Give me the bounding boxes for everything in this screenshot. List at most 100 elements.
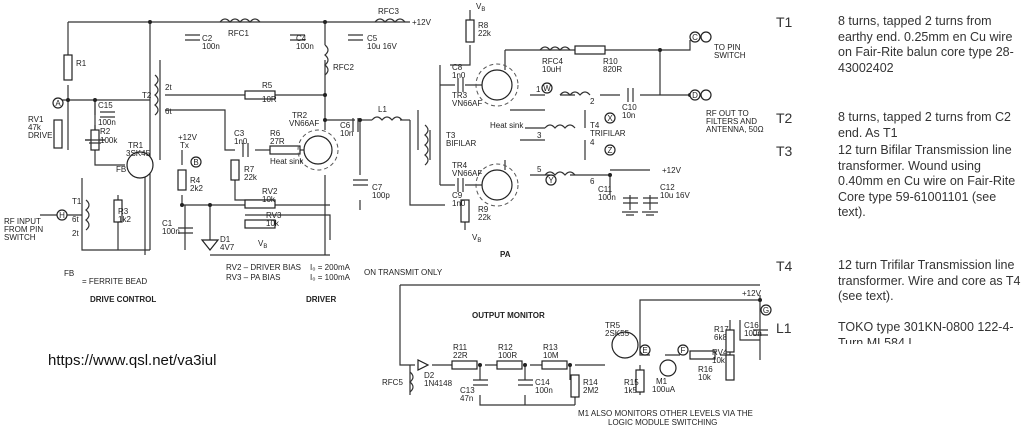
supply-tx: Tx xyxy=(180,141,189,150)
label-r10: R10 xyxy=(603,57,618,66)
circuit-wiring xyxy=(40,10,761,406)
label-r15: R15 xyxy=(624,378,639,387)
label-tr2: TR2 xyxy=(292,111,308,120)
fb-mark: FB xyxy=(116,165,126,174)
label-t4: T4 xyxy=(590,121,600,130)
source-url[interactable]: https://www.qsl.net/va3iul xyxy=(48,352,217,369)
resistor-r1 xyxy=(63,54,73,81)
label-rfc3: RFC3 xyxy=(378,7,399,16)
value-c3: 1n0 xyxy=(234,137,248,146)
svg-text:6t: 6t xyxy=(72,215,79,224)
meter-m1 xyxy=(659,359,677,377)
note-id-100: I₀ = 100mA xyxy=(310,273,351,282)
label-rfc5: RFC5 xyxy=(382,378,403,387)
port-labels: RF INPUT FROM PIN SWITCH TO PIN SWITCH R… xyxy=(4,43,764,242)
note-t2: T2 8 turns, tapped 2 turns from C2 end. … xyxy=(770,110,1026,143)
label-r17: R17 xyxy=(714,325,729,334)
svg-text:5: 5 xyxy=(537,165,542,174)
value-r14: 2M2 xyxy=(583,386,599,395)
supply-12v-pa: +12V xyxy=(662,166,682,175)
capacitor-c6 xyxy=(352,118,359,132)
ground-symbol xyxy=(622,211,638,216)
label-rv4: RV4 xyxy=(712,348,728,357)
label-m1: M1 xyxy=(656,377,668,386)
label-r12: R12 xyxy=(498,343,513,352)
supply-labels: +12V +12V Tx +12V +12V VB VB VB xyxy=(178,2,762,298)
jack-to-pin-switch xyxy=(700,31,712,43)
label-t2: T2 xyxy=(142,91,152,100)
value-r6: 27R xyxy=(270,137,285,146)
value-c13: 47n xyxy=(460,394,473,403)
label-c3: C3 xyxy=(234,129,245,138)
value-c15: 100n xyxy=(98,118,116,127)
choke-rfc1 xyxy=(219,18,261,23)
value-c10: 10n xyxy=(622,111,635,120)
node-f: F xyxy=(677,344,689,356)
transformer-t4-b xyxy=(544,124,576,129)
node-c: C xyxy=(689,31,701,43)
label-rf-out: RF OUT TO xyxy=(706,109,749,118)
capacitor-c7 xyxy=(353,179,368,186)
node-h: H xyxy=(56,209,68,221)
svg-text:ANTENNA, 50Ω: ANTENNA, 50Ω xyxy=(706,125,764,134)
value-rv3: 10k xyxy=(266,219,280,228)
capacitor-c10 xyxy=(627,88,634,102)
value-c1: 100n xyxy=(162,227,180,236)
resistor-r16 xyxy=(689,350,716,360)
value-d2: 1N4148 xyxy=(424,379,453,388)
capacitor-c2 xyxy=(185,34,200,41)
note-m1: M1 ALSO MONITORS OTHER LEVELS VIA THE xyxy=(578,409,753,418)
ground-symbol xyxy=(85,139,105,144)
heatsink-tr3 xyxy=(475,63,519,107)
value-c4: 100n xyxy=(296,42,314,51)
note-t1: T1 8 turns, tapped 2 turns from earthy e… xyxy=(770,14,1026,110)
node-a: A xyxy=(52,97,64,109)
value-tr1: 3SK45 xyxy=(126,149,151,158)
svg-text:2t: 2t xyxy=(72,229,79,238)
note-id-200: I₀ = 200mA xyxy=(310,263,351,272)
note-t3-text: 12 turn Bifilar Transmission line transf… xyxy=(838,143,1016,220)
value-c8: 1n0 xyxy=(452,71,466,80)
resistor-r13 xyxy=(541,360,568,370)
choke-rfc3 xyxy=(374,18,406,23)
label-c5: C5 xyxy=(367,34,378,43)
note-t2-text: 8 turns, tapped 2 turns from C2 end. As … xyxy=(838,110,1012,140)
capacitor-c4 xyxy=(290,34,305,41)
transformer-t2 xyxy=(154,74,159,116)
value-c6: 10n xyxy=(340,129,353,138)
choke-rfc4 xyxy=(539,46,571,51)
value-c16: 100n xyxy=(744,329,762,338)
capacitor-c16 xyxy=(753,329,768,336)
label-t3: T3 xyxy=(446,131,456,140)
transformer-t1 xyxy=(85,199,90,231)
ground-symbol xyxy=(642,211,658,216)
component-symbols xyxy=(53,18,768,398)
label-r4: R4 xyxy=(190,176,201,185)
label-rf-input: RF INPUT xyxy=(4,217,41,226)
fb-legend-mark: FB xyxy=(64,269,74,278)
label-r3: R3 xyxy=(118,207,129,216)
node-e: E xyxy=(639,344,651,356)
resistor-r17 xyxy=(725,329,735,353)
heatsink-tr2 xyxy=(297,129,339,171)
value-r7: 22k xyxy=(244,173,258,182)
label-r6: R6 xyxy=(270,129,281,138)
svg-text:LOGIC MODULE SWITCHING: LOGIC MODULE SWITCHING xyxy=(608,418,717,427)
value-r8: 22k xyxy=(478,29,492,38)
label-rv1-drive: DRIVE xyxy=(28,131,52,140)
zener-d1 xyxy=(200,239,220,251)
label-r8: R8 xyxy=(478,21,489,30)
value-r9: 22k xyxy=(478,213,492,222)
transistor-tr5 xyxy=(611,331,639,359)
transistor-tr2 xyxy=(303,135,333,165)
label-rv3: RV3 xyxy=(266,211,282,220)
section-labels: DRIVE CONTROL DRIVER PA OUTPUT MONITOR F… xyxy=(64,165,753,427)
note-t3-tag: T3 xyxy=(776,143,793,159)
resistor-r3 xyxy=(113,199,123,223)
svg-text:3: 3 xyxy=(537,131,542,140)
transformer-taps: 2t 6t 6t 2t 1 2 3 4 5 6 xyxy=(72,83,595,238)
svg-text:4: 4 xyxy=(590,138,595,147)
component-labels: R1 RV1 47k DRIVE C15 100n R2 100k TR1 3S… xyxy=(28,7,762,403)
value-r12: 100R xyxy=(498,351,517,360)
label-r14: R14 xyxy=(583,378,598,387)
